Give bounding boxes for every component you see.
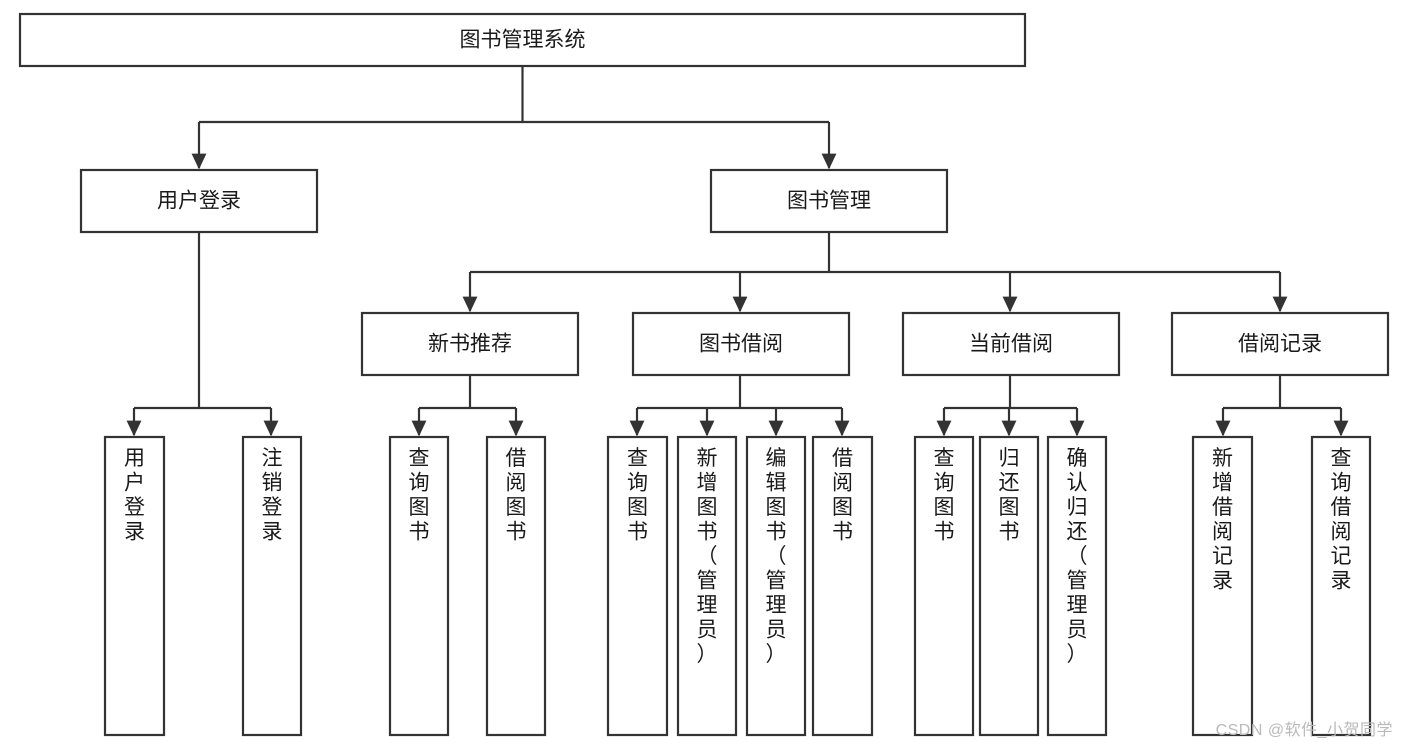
leaf-box-borrow-book-2[interactable] <box>811 435 874 737</box>
leaf-node-confirm-return-admin[interactable]: 确认归还（管理员） <box>1046 435 1108 737</box>
node-label-current-borrow: 当前借阅 <box>969 333 1053 356</box>
leaf-label-user-login: 用户登录 <box>124 447 145 544</box>
node-box-book-borrow[interactable] <box>631 311 851 377</box>
leaf-label-return-book: 归还图书 <box>999 447 1020 544</box>
leaf-label-borrow-book-1: 借阅图书 <box>506 447 527 544</box>
node-box-borrow-records[interactable] <box>1170 311 1390 377</box>
leaf-box-add-book-admin[interactable] <box>676 435 738 737</box>
node-current-borrow[interactable]: 当前借阅 <box>901 311 1121 377</box>
leaf-box-query-book-2[interactable] <box>606 435 669 737</box>
node-user-login[interactable]: 用户登录 <box>79 168 319 234</box>
node-label-root: 图书管理系统 <box>460 29 586 52</box>
leaf-box-query-book-3[interactable] <box>913 435 975 737</box>
node-box-new-book-recommend[interactable] <box>360 311 580 377</box>
leaf-node-user-login[interactable]: 用户登录 <box>103 435 166 737</box>
leaf-node-logout[interactable]: 注销登录 <box>241 435 303 737</box>
leaf-box-edit-book-admin[interactable] <box>745 435 807 737</box>
leaf-label-query-borrow-record: 查询借阅记录 <box>1331 447 1352 593</box>
node-borrow-records[interactable]: 借阅记录 <box>1170 311 1390 377</box>
leaf-node-query-book-2[interactable]: 查询图书 <box>606 435 669 737</box>
leaf-box-user-login[interactable] <box>103 435 166 737</box>
node-box-book-manage[interactable] <box>709 168 949 234</box>
leaf-node-borrow-book-2[interactable]: 借阅图书 <box>811 435 874 737</box>
leaf-layer: 用户登录 注销登录 查询图书 借阅图书 查询图书 新增图书（管理员） <box>103 435 1372 737</box>
node-label-user-login: 用户登录 <box>157 190 241 213</box>
leaf-label-logout: 注销登录 <box>262 447 283 544</box>
leaf-label-borrow-book-2: 借阅图书 <box>832 447 853 544</box>
node-box-user-login[interactable] <box>79 168 319 234</box>
leaf-label-query-book-2: 查询图书 <box>627 447 648 544</box>
leaf-label-edit-book-admin: 编辑图书（管理员） <box>766 447 787 666</box>
leaf-node-add-borrow-record[interactable]: 新增借阅记录 <box>1191 435 1254 737</box>
node-box-current-borrow[interactable] <box>901 311 1121 377</box>
connector-layer <box>126 66 1349 437</box>
node-box-root[interactable] <box>18 12 1027 68</box>
leaf-label-add-book-admin: 新增图书（管理员） <box>697 447 718 666</box>
node-root[interactable]: 图书管理系统 <box>18 12 1027 68</box>
leaf-label-query-book-1: 查询图书 <box>409 447 430 544</box>
leaf-box-borrow-book-1[interactable] <box>485 435 547 737</box>
leaf-box-confirm-return-admin[interactable] <box>1046 435 1108 737</box>
leaf-node-query-borrow-record[interactable]: 查询借阅记录 <box>1310 435 1372 737</box>
leaf-box-query-book-1[interactable] <box>388 435 450 737</box>
leaf-box-logout[interactable] <box>241 435 303 737</box>
leaf-node-borrow-book-1[interactable]: 借阅图书 <box>485 435 547 737</box>
leaf-node-add-book-admin[interactable]: 新增图书（管理员） <box>676 435 738 737</box>
leaf-node-query-book-1[interactable]: 查询图书 <box>388 435 450 737</box>
node-label-borrow-records: 借阅记录 <box>1238 333 1322 356</box>
leaf-node-query-book-3[interactable]: 查询图书 <box>913 435 975 737</box>
node-book-borrow[interactable]: 图书借阅 <box>631 311 851 377</box>
leaf-box-query-borrow-record[interactable] <box>1310 435 1372 737</box>
node-new-book-recommend[interactable]: 新书推荐 <box>360 311 580 377</box>
leaf-label-query-book-3: 查询图书 <box>934 447 955 544</box>
node-label-book-borrow: 图书借阅 <box>699 333 783 356</box>
node-label-book-manage: 图书管理 <box>787 190 871 213</box>
leaf-label-add-borrow-record: 新增借阅记录 <box>1212 447 1233 593</box>
leaf-node-return-book[interactable]: 归还图书 <box>978 435 1040 737</box>
leaf-box-add-borrow-record[interactable] <box>1191 435 1254 737</box>
node-label-new-book-recommend: 新书推荐 <box>428 333 512 356</box>
leaf-node-edit-book-admin[interactable]: 编辑图书（管理员） <box>745 435 807 737</box>
leaf-label-confirm-return-admin: 确认归还（管理员） <box>1067 447 1088 666</box>
node-book-manage[interactable]: 图书管理 <box>709 168 949 234</box>
csdn-watermark: CSDN @软件_小贺同学 <box>1215 722 1393 739</box>
leaf-box-return-book[interactable] <box>978 435 1040 737</box>
